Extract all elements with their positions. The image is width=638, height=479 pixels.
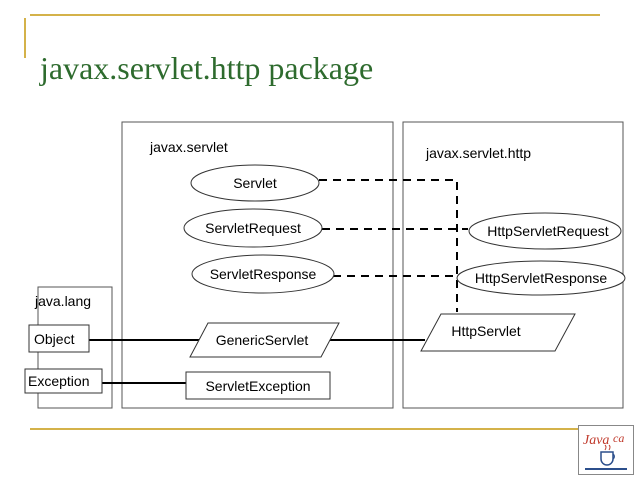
panel-javax-servlet	[121, 121, 394, 409]
java-call-logo: Java ca	[578, 425, 634, 475]
node-object	[28, 324, 90, 353]
svg-text:Java: Java	[583, 433, 609, 448]
slide-title: javax.servlet.http package	[40, 50, 374, 86]
node-http-servlet-request	[468, 212, 622, 250]
node-http-servlet-request-label: HttpServletRequest	[487, 223, 609, 239]
node-generic-servlet	[189, 322, 340, 358]
java-cup-icon: Java ca	[583, 431, 627, 470]
node-servlet-label: Servlet	[233, 175, 277, 191]
node-exception	[24, 368, 103, 394]
node-servlet-request-label: ServletRequest	[205, 220, 301, 236]
node-servlet-exception-label: ServletException	[205, 378, 310, 394]
node-http-servlet-label: HttpServlet	[451, 323, 520, 339]
bottom-accent-rule	[30, 428, 600, 430]
node-servlet-request	[183, 208, 323, 248]
node-servlet	[190, 164, 320, 202]
node-object-label: Object	[34, 331, 75, 347]
panel-javax-servlet-http	[402, 121, 624, 409]
node-http-servlet-response-label: HttpServletResponse	[475, 270, 608, 286]
node-generic-servlet-label: GenericServlet	[216, 332, 309, 348]
panel-label-java-lang: java.lang	[34, 293, 91, 309]
node-servlet-exception	[185, 371, 331, 400]
node-http-servlet	[420, 313, 576, 352]
panel-label-javax-servlet: javax.servlet	[149, 139, 228, 155]
node-servlet-response	[191, 254, 335, 294]
top-accent-rule	[30, 14, 600, 16]
node-exception-label: Exception	[28, 373, 89, 389]
dashed-link-servlet	[319, 179, 458, 312]
left-accent-bar	[24, 18, 26, 58]
node-servlet-response-label: ServletResponse	[210, 266, 317, 282]
node-http-servlet-response	[456, 260, 626, 296]
svg-text:ca: ca	[613, 431, 624, 445]
panel-label-javax-servlet-http: javax.servlet.http	[425, 145, 531, 161]
